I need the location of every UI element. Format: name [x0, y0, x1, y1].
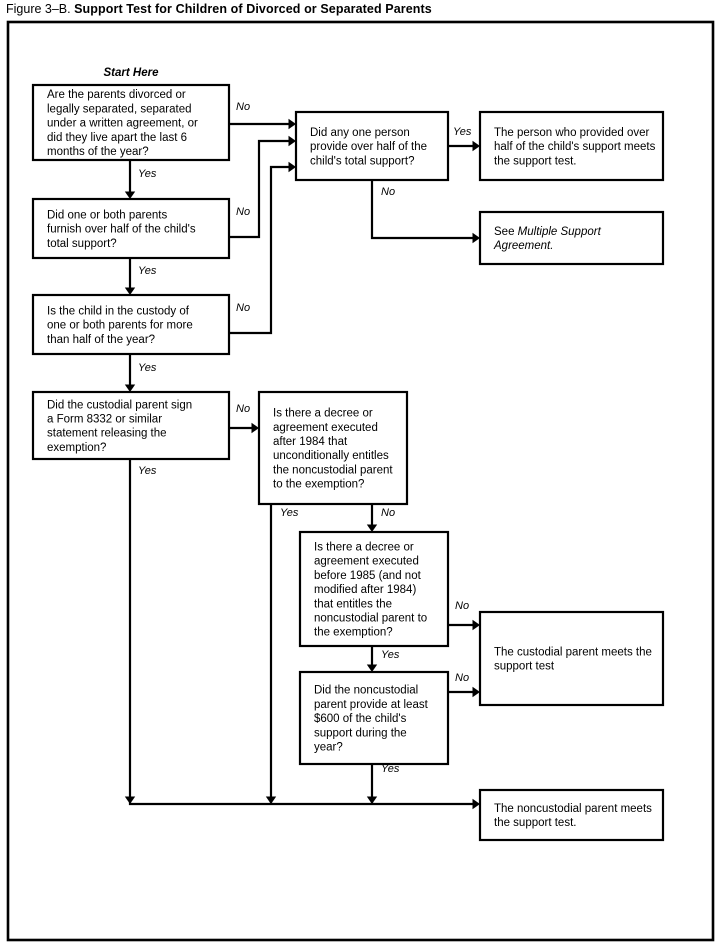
node-text-line: noncustodial parent to — [314, 613, 427, 625]
node-text-line: Is there a decree or — [314, 542, 414, 554]
flow-node-q1: Are the parents divorced or legally separ… — [31, 83, 231, 162]
edge-label-yes: Yes — [453, 126, 472, 138]
figure-frame — [6, 20, 715, 942]
edge-label-yes: Yes — [138, 168, 157, 180]
flow-connector-q4-to-r4: Yes — [124, 459, 480, 810]
node-text-line: statement releasing the — [47, 428, 167, 440]
flow-node-q3: Is the child in the custody of one or bot… — [31, 293, 231, 356]
node-text-line: furnish over half of the child's — [47, 224, 196, 236]
node-text-line: unconditionally entitles — [273, 450, 389, 462]
flow-connector-q7-to-r3: No — [448, 600, 480, 631]
flow-connector-q5-to-r1: Yes — [448, 126, 480, 152]
flow-connector-q1-to-q5: No — [229, 101, 296, 130]
node-text-line: Did the noncustodial — [314, 685, 418, 697]
node-text-line: support during the — [314, 727, 407, 739]
node-text-line: Is there a decree or — [273, 408, 373, 420]
node-text-line: than half of the year? — [47, 334, 155, 346]
node-text-line: the noncustodial parent — [273, 464, 393, 476]
node-text-line: support test — [494, 661, 555, 673]
edge-label-yes: Yes — [381, 649, 400, 661]
edge-label-no: No — [455, 600, 469, 612]
node-text-line: Did one or both parents — [47, 209, 167, 221]
node-text-line: Did any one person — [310, 127, 410, 139]
flow-connector-q5-to-r2: No — [370, 180, 480, 244]
flow-connector-q4-to-q6: No — [229, 403, 259, 434]
node-text-line: to the exemption? — [273, 479, 364, 491]
flow-connector-q6-to-r4: Yes — [265, 504, 299, 804]
edge-label-no: No — [455, 672, 469, 684]
node-text-line: exemption? — [47, 442, 106, 454]
edge-label-no: No — [381, 507, 395, 519]
edge-label-no: No — [236, 206, 250, 218]
flow-node-q6: Is there a decree or agreement executed af… — [257, 390, 409, 506]
flow-node-r4: The noncustodial parent meets the support… — [478, 788, 665, 842]
figure-caption: Figure 3–B. Support Test for Children of… — [6, 0, 706, 18]
node-text-line: provide over half of the — [310, 141, 427, 153]
node-text-line: Did the custodial parent sign — [47, 399, 192, 411]
node-text-line: under a written agreement, or — [47, 118, 198, 130]
edge-label-yes: Yes — [138, 265, 157, 277]
node-text-line: a Form 8332 or similar — [47, 414, 162, 426]
edge-label-yes: Yes — [138, 362, 157, 374]
node-text-line: did they live apart the last 6 — [47, 132, 187, 144]
edge-label-yes: Yes — [138, 465, 157, 477]
node-text-line: that entitles the — [314, 598, 392, 610]
flow-node-q4: Did the custodial parent sign a Form 8332… — [31, 390, 231, 461]
node-text-line: before 1985 (and not — [314, 570, 422, 582]
node-text-line: one or both parents for more — [47, 320, 193, 332]
edge-label-yes: Yes — [280, 507, 299, 519]
node-text-line: The person who provided over — [494, 127, 650, 139]
flow-connector-q8-to-r4: Yes — [366, 763, 400, 804]
figure-number: Figure 3–B. — [6, 2, 71, 16]
flow-connector-q8-to-r3: No — [448, 672, 480, 698]
flow-connector-q3-to-q5: No — [229, 161, 296, 335]
node-text-line: $600 of the child's — [314, 713, 407, 725]
flow-node-r3: The custodial parent meets the support te… — [478, 610, 665, 707]
node-text-line: Is the child in the custody of — [47, 305, 190, 317]
node-text-line: modified after 1984) — [314, 584, 416, 596]
flow-connector-q1-to-q2: Yes — [124, 160, 157, 199]
node-text-line: Are the parents divorced or — [47, 89, 186, 101]
flow-connector-q2-to-q3: Yes — [124, 258, 157, 295]
edge-label-no: No — [236, 101, 250, 113]
node-text-line: the support test. — [494, 155, 576, 167]
node-text-line: agreement executed — [273, 422, 378, 434]
flow-connector-q3-to-q4: Yes — [124, 354, 157, 392]
flow-connector-q7-to-q8: Yes — [366, 646, 400, 672]
flow-node-q5: Did any one person provide over half of t… — [294, 110, 450, 182]
flow-node-q7: Is there a decree or agreement executed be… — [298, 530, 450, 648]
node-text-line: parent provide at least — [314, 699, 429, 711]
flow-connector-q6-to-q7: No — [366, 504, 395, 532]
node-text-line: The noncustodial parent meets — [494, 803, 652, 815]
flow-node-q2: Did one or both parents furnish over half… — [31, 197, 231, 260]
node-text-line: the support test. — [494, 817, 576, 829]
node-text-line: year? — [314, 742, 343, 754]
figure-title: Support Test for Children of Divorced or… — [74, 2, 432, 16]
node-text-line: agreement executed — [314, 556, 419, 568]
flow-node-q8: Did the noncustodial parent provide at le… — [298, 670, 450, 766]
node-text-line: total support? — [47, 238, 117, 250]
edge-label-no: No — [381, 186, 395, 198]
node-text-line: See Multiple Support — [494, 226, 602, 238]
start-here-label: Start Here — [104, 67, 160, 79]
node-text-line: months of the year? — [47, 146, 149, 158]
edge-label-no: No — [236, 302, 250, 314]
flowchart-annotations: Start Here — [104, 67, 160, 79]
edge-label-no: No — [236, 403, 250, 415]
node-text-line: child's total support? — [310, 155, 414, 167]
node-text-line: legally separated, separated — [47, 103, 192, 115]
flowchart-nodes: Are the parents divorced or legally separ… — [31, 83, 665, 842]
flow-node-r1: The person who provided over half of the … — [478, 110, 665, 182]
node-text-line: the exemption? — [314, 627, 393, 639]
flow-connector-q2-to-q5: No — [229, 135, 296, 239]
node-text-line: half of the child's support meets — [494, 141, 656, 153]
node-text-line: Agreement. — [493, 240, 553, 252]
node-text-line: after 1984 that — [273, 436, 348, 448]
edge-label-yes: Yes — [381, 763, 400, 775]
node-text-line: The custodial parent meets the — [494, 647, 652, 659]
